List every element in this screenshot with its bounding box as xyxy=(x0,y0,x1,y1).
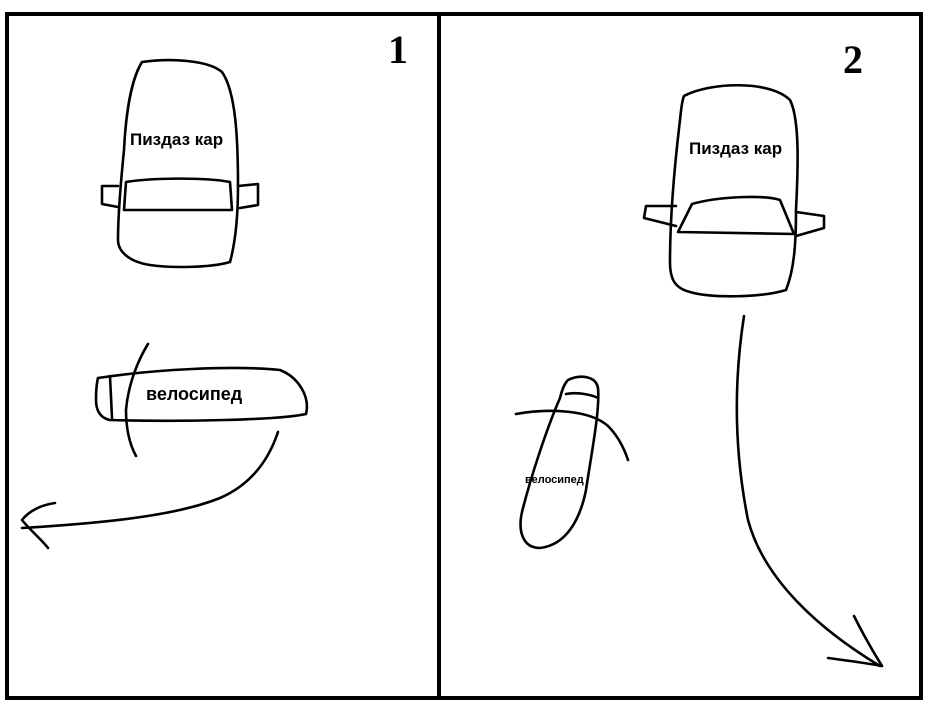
panel-1-trajectory-arrow xyxy=(20,430,280,550)
panel-1-arrow-line xyxy=(20,430,280,530)
panel-2-bicycle-front-wheel xyxy=(514,409,630,462)
panel-1-frame xyxy=(5,12,441,700)
panel-2-frame xyxy=(437,12,923,700)
panel-2: 2 Пиздаз кар велосипед xyxy=(437,12,923,700)
panel-1-arrow-head xyxy=(20,501,57,550)
panel-2-bicycle-label: велосипед xyxy=(525,474,584,486)
panel-1-car-label: Пиздаз кар xyxy=(130,130,223,149)
panel-1-bicycle-label: велосипед xyxy=(146,384,243,404)
panel-1: 1 Пиздаз кар велосипед xyxy=(5,12,441,700)
panel-1-bicycle-body xyxy=(94,366,309,423)
panel-2-trajectory-arrow xyxy=(735,314,884,668)
panel-2-car-label: Пиздаз кар xyxy=(689,139,782,158)
panel-1-car-mirror-left xyxy=(100,184,120,209)
panel-2-arrow-head xyxy=(826,614,884,668)
panel-1-number: 1 xyxy=(388,27,408,72)
panel-1-bicycle-front-wheel xyxy=(124,342,150,458)
panel-2-car-mirror-right xyxy=(794,210,826,238)
panel-2-number: 2 xyxy=(843,37,863,82)
panel-2-car-body xyxy=(668,83,799,298)
panel-1-car-body xyxy=(116,58,240,269)
panel-2-bicycle: велосипед xyxy=(514,375,630,550)
panel-2-car-windshield xyxy=(676,195,796,236)
panel-2-arrow-line xyxy=(735,314,882,668)
panel-1-bicycle: велосипед xyxy=(94,342,309,458)
panel-1-car: Пиздаз кар xyxy=(100,58,260,269)
panel-2-car-mirror-left xyxy=(642,204,678,228)
panel-1-car-windshield xyxy=(122,177,234,212)
panel-2-bicycle-seat xyxy=(564,391,600,400)
panel-2-car: Пиздаз кар xyxy=(642,83,826,298)
panel-1-bicycle-rear xyxy=(108,374,114,420)
panel-2-bicycle-body xyxy=(519,375,600,550)
panel-1-car-mirror-right xyxy=(236,182,260,210)
